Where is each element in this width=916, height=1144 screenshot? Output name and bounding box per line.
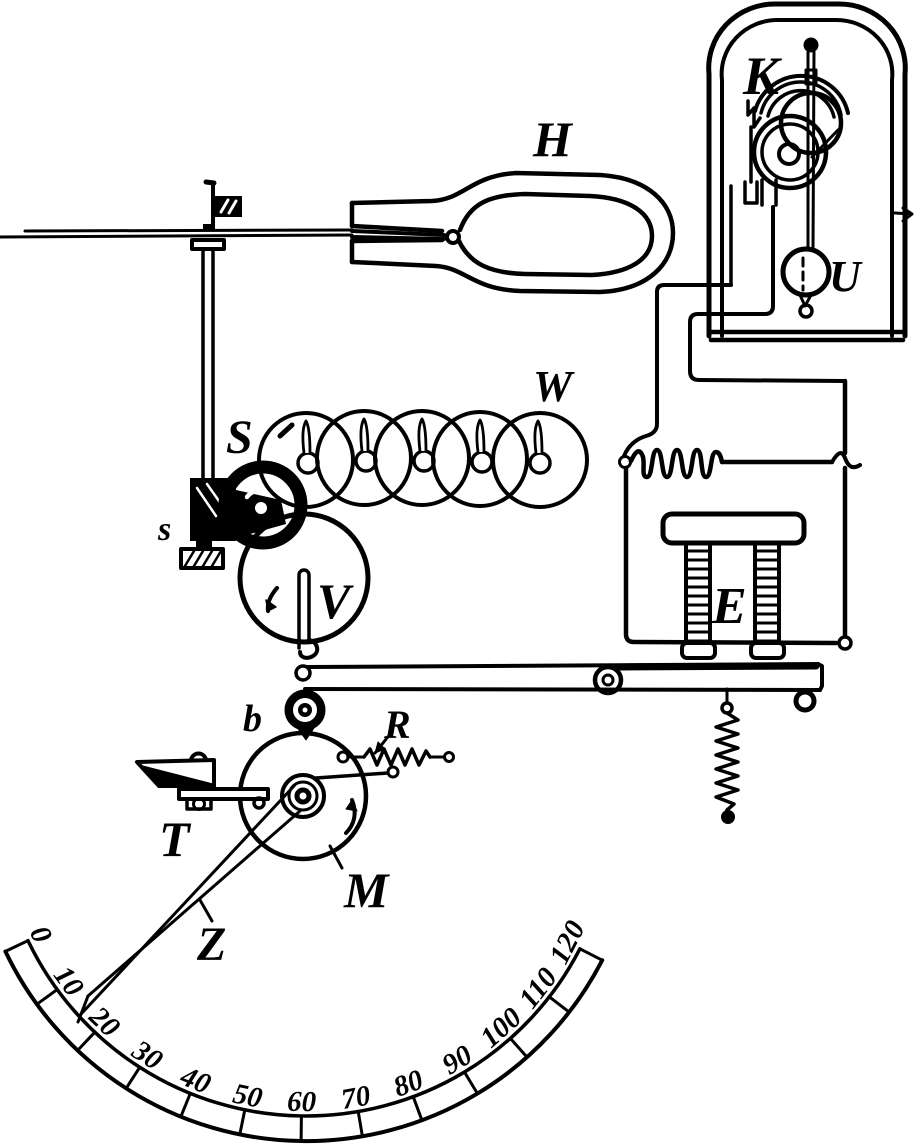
svg-text:V: V (317, 573, 354, 629)
svg-text:Z: Z (196, 918, 226, 971)
svg-text:T: T (159, 811, 192, 867)
svg-text:S: S (226, 411, 253, 464)
svg-text:b: b (243, 698, 262, 740)
svg-text:U: U (829, 252, 863, 301)
svg-text:50: 50 (230, 1078, 265, 1115)
svg-text:M: M (343, 862, 390, 918)
svg-text:R: R (383, 702, 411, 747)
svg-text:E: E (711, 578, 747, 635)
svg-text:60: 60 (287, 1086, 316, 1118)
svg-text:s: s (157, 511, 171, 548)
svg-text:H: H (532, 111, 574, 167)
svg-text:70: 70 (339, 1079, 373, 1115)
svg-text:K: K (742, 46, 783, 106)
svg-text:W: W (533, 362, 575, 411)
